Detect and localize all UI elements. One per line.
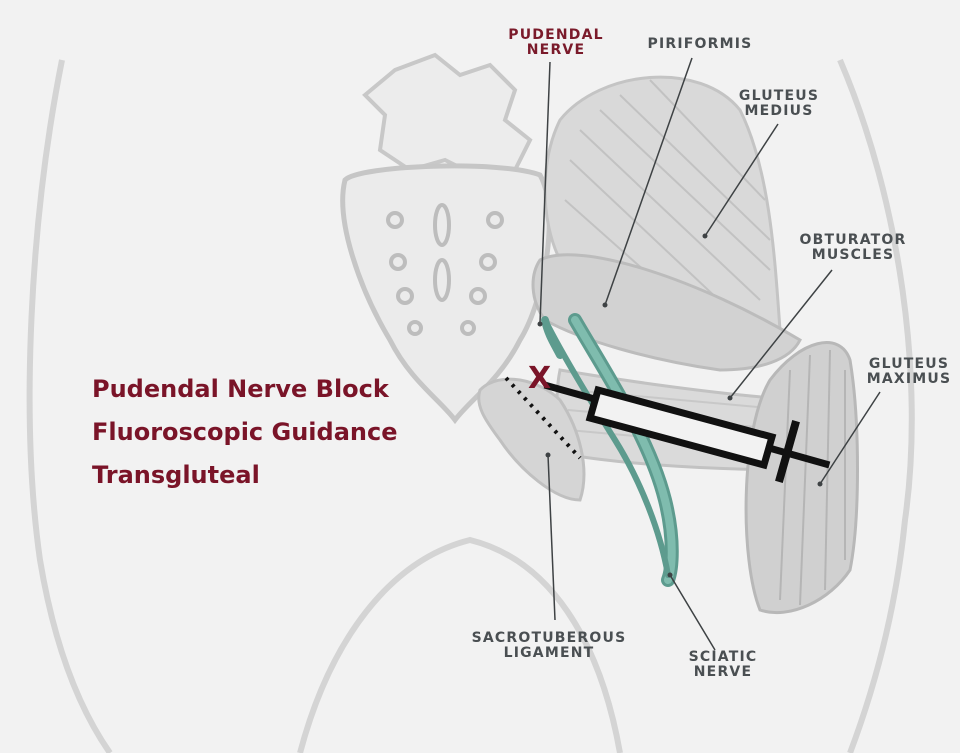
label-obturator-muscles: OBTURATOR MUSCLES: [799, 232, 907, 263]
sciatic-nerve-shape: [568, 313, 679, 587]
label-sciatic-nerve: SCIATIC NERVE: [688, 649, 758, 680]
diagram-title: Pudendal Nerve Block Fluoroscopic Guidan…: [92, 368, 397, 497]
sacrotuberous-ligament-shape: [477, 377, 586, 502]
label-gluteus-maximus: GLUTEUS MAXIMUS: [866, 356, 952, 387]
label-gluteus-medius: GLUTEUS MEDIUS: [738, 88, 820, 119]
title-line-1: Pudendal Nerve Block: [92, 375, 389, 403]
gluteus-maximus-fibers: [779, 349, 846, 606]
leader-dots: [537, 233, 823, 578]
label-piriformis: PIRIFORMIS: [647, 36, 753, 52]
label-sacrotuberous-ligament: SACROTUBEROUS LIGAMENT: [471, 630, 627, 661]
needle-syringe: [543, 381, 831, 483]
body-outline: [26, 58, 915, 753]
sacrum-bone: [340, 52, 552, 425]
leader-lines: [539, 57, 881, 651]
label-pudendal-nerve: PUDENDAL NERVE: [508, 27, 604, 58]
pudendal-nerve-shape: [541, 316, 671, 578]
target-marker: X: [528, 361, 552, 396]
title-line-2: Fluoroscopic Guidance: [92, 418, 398, 446]
needle-path-dotted: [504, 376, 582, 460]
title-line-3: Transgluteal: [92, 461, 260, 489]
